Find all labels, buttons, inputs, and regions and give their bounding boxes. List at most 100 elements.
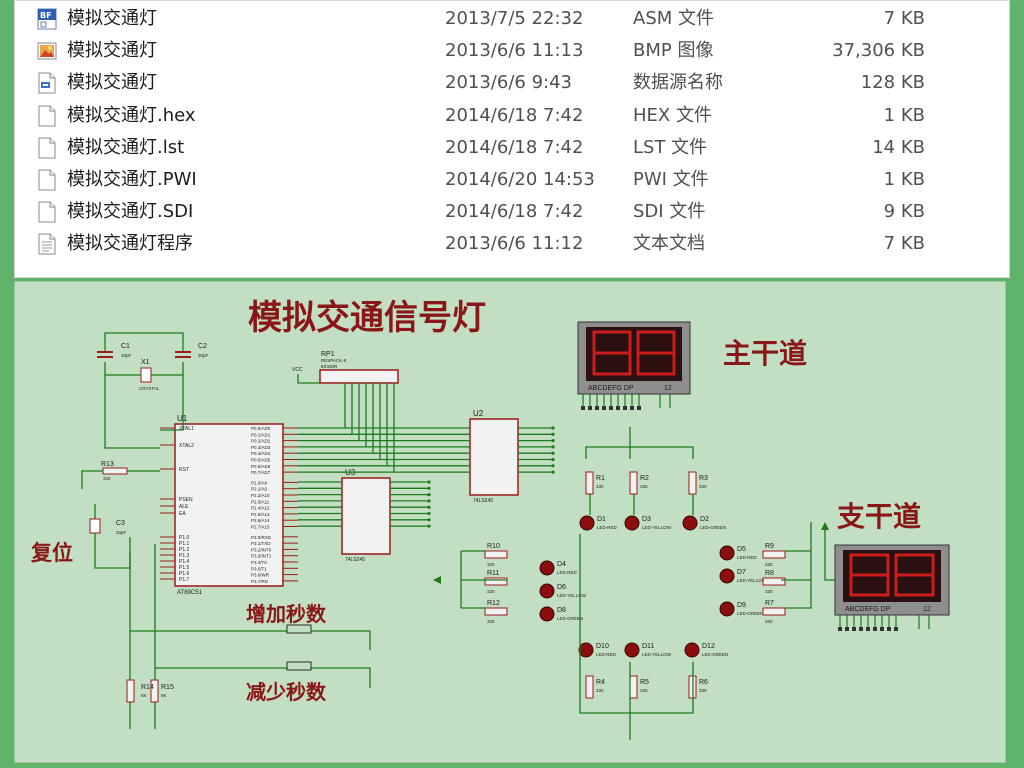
led-label: LED-YELLOW bbox=[642, 525, 672, 530]
bus-node bbox=[427, 499, 431, 503]
r13-value: 330 bbox=[103, 476, 111, 481]
led-label: LED-RED bbox=[597, 525, 618, 530]
resistor-value: 330 bbox=[765, 619, 773, 624]
bus-node bbox=[427, 524, 431, 528]
resistor-ref: R11 bbox=[487, 570, 499, 577]
led bbox=[719, 568, 735, 584]
mcu-pin-label: P3.1/TXD bbox=[251, 541, 271, 546]
resistor-ref: R10 bbox=[487, 543, 500, 550]
mcu-pin-label: P2.5/A13 bbox=[251, 512, 270, 517]
mcu-pin-label: P1.1 bbox=[179, 541, 190, 547]
led bbox=[719, 545, 735, 561]
mcu-pin-label: P0.6/AD6 bbox=[251, 464, 271, 469]
resistor-value: 330 bbox=[765, 562, 773, 567]
file-type: BMP 图像 bbox=[633, 40, 714, 61]
mcu-pin-label: P1.0 bbox=[179, 535, 190, 541]
display-pin-end bbox=[623, 406, 627, 410]
led-label: LED-RED bbox=[557, 570, 578, 575]
file-name: 模拟交通灯 bbox=[67, 8, 157, 29]
file-size: 14 KB bbox=[872, 137, 925, 158]
bus-node bbox=[551, 451, 555, 455]
blank-file-icon bbox=[37, 137, 57, 159]
resistor-value: 330 bbox=[487, 562, 495, 567]
blank-file-icon bbox=[37, 201, 57, 223]
led-ref: D3 bbox=[642, 516, 651, 523]
file-name: 模拟交通灯.hex bbox=[67, 105, 196, 126]
mcu-pin-label: P0.2/AD2 bbox=[251, 439, 271, 444]
wire bbox=[311, 667, 371, 688]
led-ref: D2 bbox=[700, 516, 709, 523]
file-date: 2014/6/18 7:42 bbox=[445, 201, 584, 222]
led-ref: D12 bbox=[702, 643, 715, 650]
display-pin-end bbox=[866, 627, 870, 631]
file-date: 2014/6/20 14:53 bbox=[445, 169, 595, 190]
wire bbox=[104, 375, 160, 449]
resistor-value: 330 bbox=[699, 484, 707, 489]
resistor-ref: R7 bbox=[765, 600, 774, 607]
c2-ref: C2 bbox=[198, 343, 207, 350]
led-label: LED-RED bbox=[737, 555, 758, 560]
text-document-icon bbox=[37, 233, 57, 255]
led-ref: D7 bbox=[737, 569, 746, 576]
resistor-value: 330 bbox=[640, 688, 648, 693]
file-date: 2013/6/6 11:13 bbox=[445, 40, 584, 61]
led bbox=[719, 601, 735, 617]
file-size: 9 KB bbox=[883, 201, 925, 222]
c3-ref: C3 bbox=[116, 520, 125, 527]
file-name: 模拟交通灯.SDI bbox=[67, 201, 194, 222]
resistor-ref: R4 bbox=[596, 679, 605, 686]
resistor bbox=[629, 471, 638, 495]
wire bbox=[579, 534, 694, 714]
bus-node bbox=[427, 511, 431, 516]
vcc-label: VCC bbox=[292, 367, 303, 373]
buffer-ref: U2 bbox=[473, 409, 484, 418]
mcu-pin-label: P2.0/A8 bbox=[251, 480, 268, 485]
led-ref: D5 bbox=[737, 546, 746, 553]
wire bbox=[160, 375, 184, 431]
mcu-pin-label: P1.7 bbox=[179, 577, 190, 583]
resistor bbox=[762, 550, 786, 559]
buffer-part: 74LS245 bbox=[473, 498, 493, 504]
display-pin-end bbox=[887, 627, 891, 631]
led bbox=[684, 642, 700, 658]
c1-ref: C1 bbox=[121, 343, 130, 350]
file-name: 模拟交通灯程序 bbox=[67, 233, 193, 254]
file-name: 模拟交通灯 bbox=[67, 72, 157, 93]
main-road-label: 主干道 bbox=[723, 337, 808, 370]
file-type: 文本文档 bbox=[633, 233, 705, 254]
resistor-ref: R12 bbox=[487, 600, 500, 607]
resistor-pack bbox=[319, 369, 399, 384]
wire bbox=[94, 504, 131, 569]
led-ref: D8 bbox=[557, 607, 566, 614]
bus-node bbox=[551, 426, 555, 430]
wire bbox=[785, 580, 812, 609]
resistor bbox=[484, 607, 508, 616]
resistor bbox=[585, 675, 594, 699]
display-pin-end bbox=[894, 627, 898, 631]
mcu-part: AT89C51 bbox=[177, 590, 203, 596]
resistor-ref: R5 bbox=[640, 679, 649, 686]
led-label: LED-GREEN bbox=[737, 611, 763, 616]
r15-ref: R15 bbox=[161, 684, 174, 691]
file-type: HEX 文件 bbox=[633, 105, 712, 126]
resistor-ref: R2 bbox=[640, 475, 649, 482]
mcu-pin-label: P3.3/INT1 bbox=[251, 554, 272, 559]
asm-badge-text: BF bbox=[40, 11, 52, 20]
decrease-seconds-label: 减少秒数 bbox=[246, 680, 326, 704]
file-size: 1 KB bbox=[883, 169, 925, 190]
wire bbox=[824, 530, 835, 581]
display-pin-end bbox=[602, 406, 606, 410]
mcu-pin-label: P2.4/A12 bbox=[251, 506, 270, 511]
buffer2-chip bbox=[341, 477, 391, 555]
file-size: 7 KB bbox=[883, 8, 925, 29]
